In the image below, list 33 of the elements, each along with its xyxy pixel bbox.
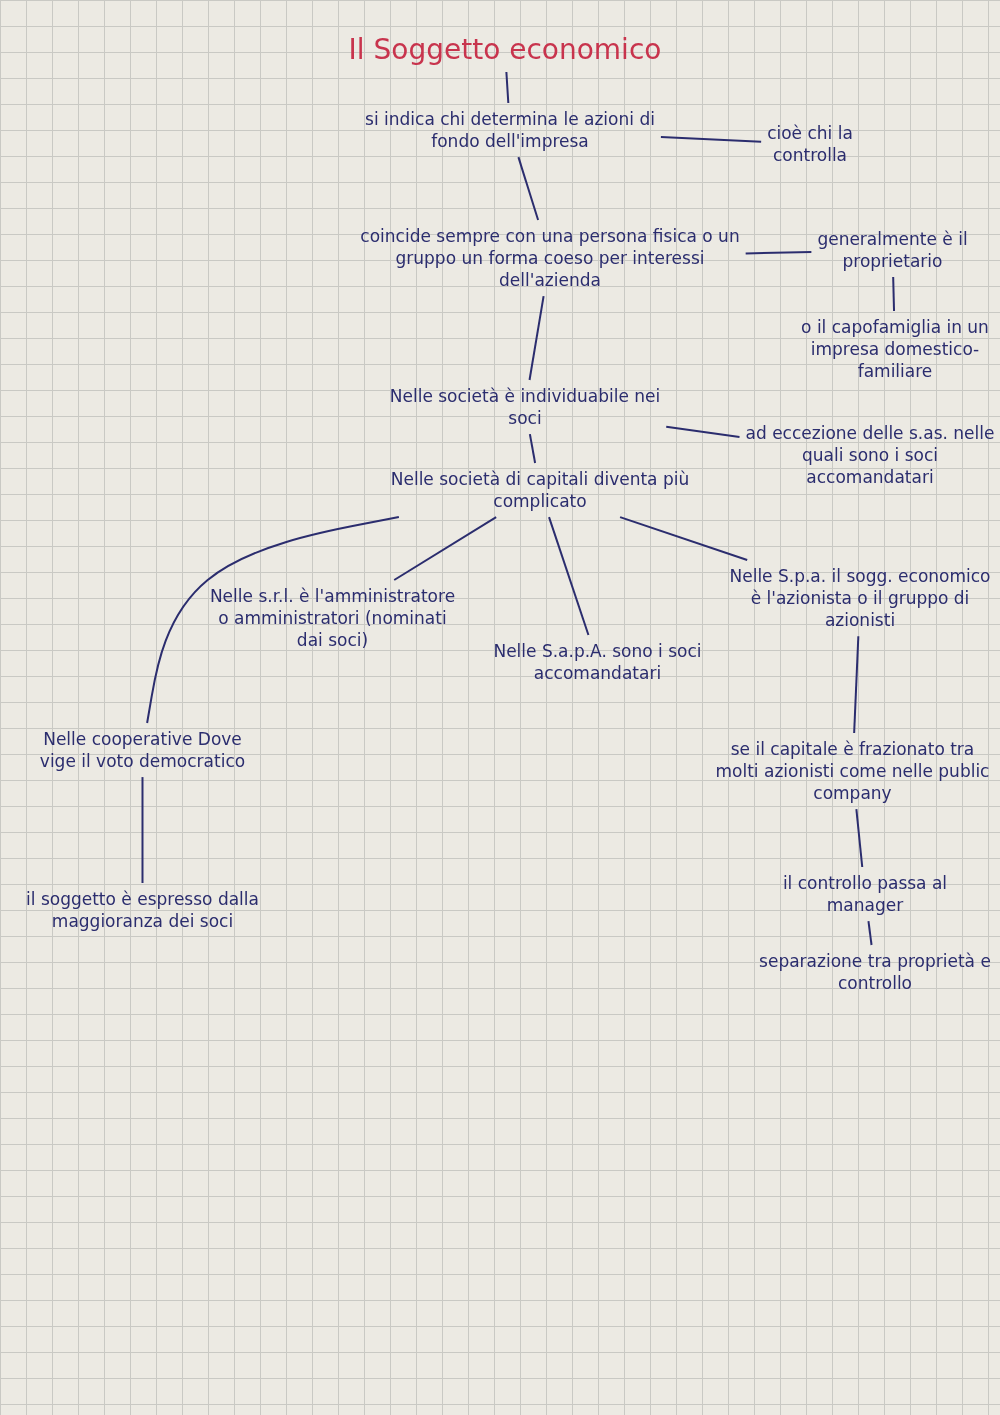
- title-text: Il Soggetto economico: [347, 32, 663, 68]
- connector-line: [619, 516, 749, 561]
- note-text: il controllo passa al manager: [781, 872, 949, 917]
- connector-line: [659, 136, 763, 143]
- connector-line: [517, 156, 540, 221]
- note-text: il soggetto è espresso dalla maggioranza dei soci: [25, 888, 260, 933]
- connector-line: [853, 635, 860, 734]
- connector-line: [141, 776, 144, 884]
- connector-line: [146, 516, 400, 724]
- note-text: cioè chi la controlla: [766, 122, 854, 167]
- connector-line: [548, 516, 590, 636]
- connector-line: [855, 808, 864, 868]
- note-text: Nelle società è individuabile nei soci: [388, 385, 662, 430]
- connector-line: [528, 295, 545, 381]
- note-text: coincide sempre con una persona fisica o un gruppo un forma coeso per interessi dell'azienda: [359, 225, 741, 292]
- note-text: se il capitale è frazionato tra molti azionisti come nelle public company: [714, 738, 991, 805]
- connector-line: [892, 276, 896, 312]
- connector-line: [393, 516, 498, 581]
- connector-line: [665, 425, 741, 438]
- connector-line: [505, 71, 510, 104]
- connector-line: [744, 250, 813, 255]
- note-text: separazione tra proprietà e controllo: [758, 950, 992, 995]
- connector-line: [867, 920, 873, 946]
- note-text: Nelle S.a.p.A. sono i soci accomandatari: [492, 640, 703, 685]
- note-text: generalmente è il proprietario: [816, 228, 969, 273]
- note-text: o il capofamiglia in un impresa domestico-familiare: [800, 316, 990, 383]
- note-text: si indica chi determina le azioni di fondo dell'impresa: [364, 108, 656, 153]
- note-text: ad eccezione delle s.as. nelle quali sono i soci accomandatari: [745, 422, 995, 489]
- note-text: Nelle società di capitali diventa più complicato: [389, 468, 691, 513]
- connector-line: [528, 433, 537, 464]
- note-text: Nelle S.p.a. il sogg. economico è l'azionista o il gruppo di azionisti: [728, 565, 992, 632]
- note-text: Nelle s.r.l. è l'amministratore o amministratori (nominati dai soci): [208, 585, 457, 652]
- note-text: Nelle cooperative Dove vige il voto democratico: [38, 728, 247, 773]
